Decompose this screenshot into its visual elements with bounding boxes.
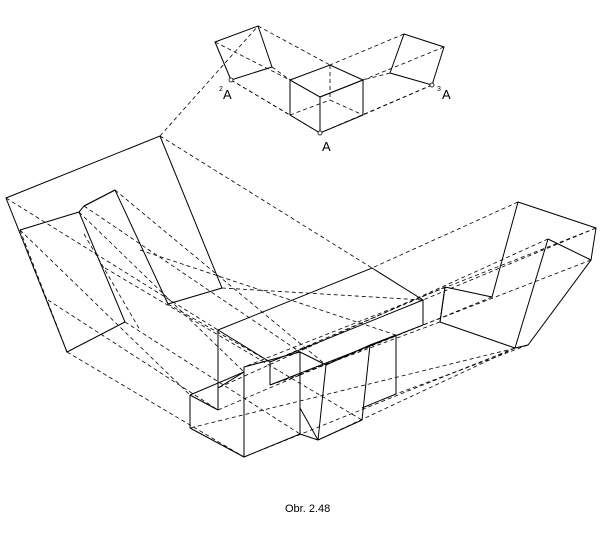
figure-caption: Obr. 2.48: [285, 503, 330, 515]
label-point-3a: A: [442, 87, 451, 102]
point-3a-marker: [429, 82, 435, 88]
large-object-diagram: [5, 25, 597, 458]
label-point-a: A: [322, 139, 331, 154]
small-projection-lines: [214, 25, 445, 134]
point-2a-marker: [228, 77, 234, 83]
small-right-square: [389, 33, 445, 86]
large-projection-lines: [5, 25, 597, 458]
label-point-3a-superscript: 3: [437, 86, 441, 93]
small-cross-diagram: A 2 A 3 A: [214, 25, 451, 154]
point-a-marker: [317, 130, 323, 136]
small-cube: [288, 64, 365, 134]
small-left-square: [214, 25, 273, 81]
label-point-2a-superscript: 2: [219, 86, 223, 93]
right-side-view: [439, 201, 597, 349]
left-side-view: [5, 135, 223, 353]
central-object: [189, 267, 425, 458]
label-point-2a: A: [223, 87, 232, 102]
